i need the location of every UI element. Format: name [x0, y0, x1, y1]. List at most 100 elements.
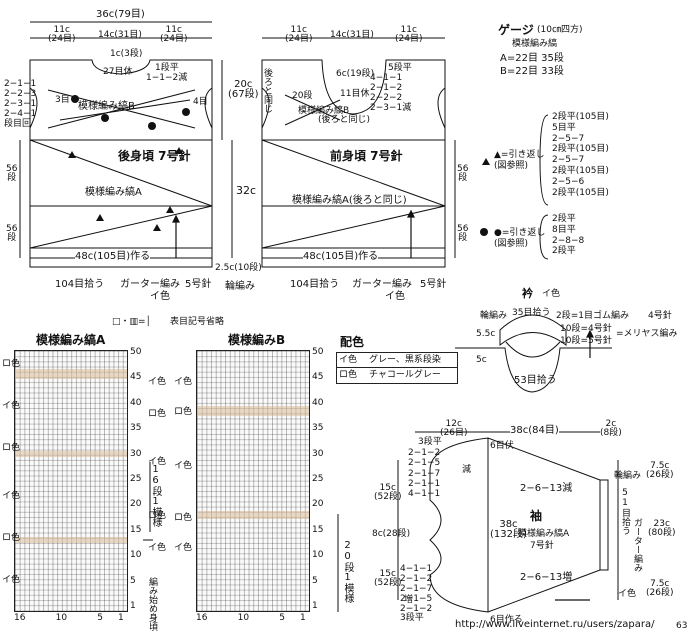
legend-symbol: □・▥=│ — [112, 317, 151, 327]
sleeve-top-12: 12c (26目) — [440, 419, 468, 438]
front-garter: ガーター編み — [352, 279, 412, 290]
sleeve-rows-51: 51目拾う — [620, 488, 630, 535]
collar-needle4: 4号針 — [648, 311, 672, 321]
back-left-rows: 2−1−1 2−2−3 2−3−1 2−4−1 段目回 — [4, 79, 37, 129]
chart-b-grid — [196, 350, 310, 612]
sleeve-outline — [429, 437, 601, 613]
collar-row-10b: 10段=5号針 — [560, 336, 612, 346]
chart-a-row-number: 1 — [130, 601, 136, 611]
back-body-outline — [29, 59, 213, 259]
chart-a-row-number: 45 — [130, 372, 142, 383]
chart-a-color-2: イ色 — [2, 401, 21, 411]
front-same-20: 20段 — [292, 91, 313, 101]
sleeve-top-38: 38c(84目) — [510, 425, 559, 436]
back-side-56a: 56 段 — [6, 164, 18, 183]
gauge-box: ゲージ (10㎝四方) 模様編み縞 A=22目 35段 B=22目 33段 — [492, 20, 584, 82]
sleeve-rows-3flat: 3段平 — [418, 437, 442, 447]
chart-b-row-number: 15 — [312, 524, 324, 535]
sleeve-right-75a: 7.5c (26段) — [646, 461, 674, 480]
chart-a-grid — [14, 350, 128, 612]
collar-rib: 輪編み — [480, 311, 508, 321]
back-height-20: 20c (67段) — [228, 79, 259, 100]
colors-title: 配色 — [340, 335, 365, 349]
sleeve-right-23: 23c (80段) — [648, 519, 676, 538]
chart-b-row-number: 30 — [312, 448, 324, 459]
chart-b-color-2: ロ色 — [174, 407, 193, 417]
chart-b-row-number: 40 — [312, 397, 324, 408]
color-row-2-desc: チャコールグレー — [369, 370, 441, 380]
back-dec: 1−1−2減 — [146, 73, 188, 83]
chart-a-color-5: ロ色 — [2, 533, 21, 543]
chart-b-color-5: イ色 — [174, 543, 193, 553]
back-height-32: 32c — [236, 184, 257, 197]
gauge-title: ゲージ — [498, 23, 534, 37]
sleeve-height-38: 38c (132段) — [490, 519, 527, 540]
turn-triangle-label: ▲=引き返し (図参照) — [494, 150, 545, 171]
chart-a-row-number: 5 — [130, 575, 136, 586]
front-hem-width: 48c(105目)作る — [303, 251, 379, 262]
colors-table: イ色 グレー、黒系段染 ロ色 チャコールグレー — [336, 352, 458, 384]
back-side-56b: 56 段 — [6, 224, 18, 243]
collar-title: 衿 — [522, 287, 533, 300]
collar-pickup-35: 35目拾う — [512, 308, 551, 318]
chart-a-color-6: イ色 — [2, 575, 21, 585]
front-flat-5: 5段平 — [388, 63, 412, 73]
chart-a-rcolor-2: ロ色 — [148, 409, 167, 419]
sleeve-top-2: 2c (8段) — [600, 419, 622, 438]
front-shoulder-right: 11c (24目) — [395, 25, 423, 44]
chart-a-row-number: 50 — [130, 347, 142, 357]
color-row-1-mark: イ色 — [339, 355, 358, 365]
front-rest: 11目休 — [340, 89, 370, 99]
chart-a-color-4: イ色 — [2, 491, 21, 501]
collar-size-5: 5c — [476, 355, 487, 365]
front-color: イ色 — [385, 291, 405, 302]
sleeve-needle: 7号針 — [530, 541, 554, 551]
gauge-a: A=22目 35段 — [500, 53, 564, 64]
sleeve-inc-inner: 2−6−13増 — [520, 572, 573, 583]
front-side-56b: 56 段 — [457, 224, 469, 243]
chart-a-row-number: 25 — [130, 474, 142, 484]
chart-a-col-number: 1 — [118, 613, 124, 623]
back-garter: ガーター編み — [120, 279, 180, 290]
collar-color: イ色 — [542, 289, 561, 299]
footer-url[interactable]: http://www.liveinternet.ru/users/zapara/ — [455, 619, 655, 630]
chart-a-row-number: 15 — [130, 524, 142, 535]
sleeve-dec-label: 減 — [462, 465, 472, 475]
chart-b-color-1: イ色 — [174, 377, 193, 387]
chart-a-title: 模様編み縞A — [36, 333, 106, 347]
chart-a-col-number: 16 — [14, 613, 26, 623]
gauge-unit: (10㎝四方) — [537, 25, 583, 35]
front-side-56a: 56 段 — [457, 164, 469, 183]
front-neck-width: 14c(31目) — [330, 30, 374, 40]
legend-text: 表目記号省略 — [170, 317, 225, 327]
chart-b-color-4: ロ色 — [174, 513, 193, 523]
chart-b-row-number: 1 — [312, 601, 318, 611]
back-shoulder-left: 11c (24目) — [48, 25, 76, 44]
back-neck-width: 14c(31目) — [98, 30, 142, 40]
chart-a-rcolor-5: イ色 — [148, 543, 167, 553]
back-right-4: 4目 — [193, 97, 208, 107]
back-rest: 27目休 — [103, 67, 133, 77]
back-flat: 1段平 — [155, 63, 179, 73]
chart-b-col-number: 1 — [300, 613, 306, 623]
chart-b-row-number: 50 — [312, 347, 324, 357]
back-needle: 5号針 — [185, 279, 212, 290]
back-garter-height: 2.5c(10段) — [215, 263, 262, 273]
sleeve-garter: ガーター編み — [632, 518, 642, 572]
sleeve-bot-6: 6目作る — [490, 615, 523, 625]
sleeve-side-15b: 15c (52段) — [374, 569, 402, 588]
front-rows-6c: 6c(19段) — [336, 69, 375, 79]
front-needle: 5号針 — [420, 279, 447, 290]
color-row-1-desc: グレー、黒系段染 — [369, 355, 441, 365]
chart-b-row-number: 5 — [312, 575, 318, 586]
chart-a-col-number: 5 — [97, 613, 103, 623]
back-color: イ色 — [150, 291, 170, 302]
chart-b-row-number: 35 — [312, 423, 324, 434]
back-pickup: 104目拾う — [55, 279, 105, 290]
front-shoulder-left: 11c (24目) — [285, 25, 313, 44]
back-rib: 輪編み — [225, 281, 255, 292]
chart-a-rcolor-4: ロ色 — [148, 511, 167, 521]
turn-dot-rows: 2段平 8目平 2−8−8 2段平 — [552, 214, 585, 257]
gauge-b: B=22目 33段 — [500, 66, 564, 77]
chart-b-color-3: イ色 — [174, 461, 193, 471]
